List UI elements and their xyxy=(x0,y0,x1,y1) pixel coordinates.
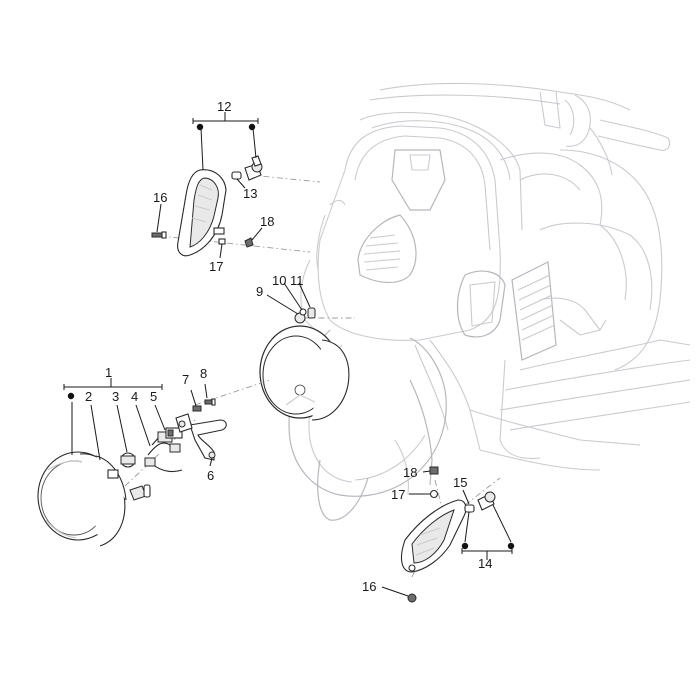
callout-6: 6 xyxy=(207,468,214,483)
callout-11: 11 xyxy=(290,273,304,288)
nut-17-lower xyxy=(429,489,439,499)
screw-7 xyxy=(192,405,202,412)
callout-18-upper: 18 xyxy=(260,214,274,229)
wiring-harness-4 xyxy=(144,431,183,473)
callout-10: 10 xyxy=(272,273,286,288)
callout-17-lower: 17 xyxy=(391,487,405,502)
headlamp-housing-ring xyxy=(259,325,350,421)
callout-4: 4 xyxy=(131,389,138,404)
callout-5: 5 xyxy=(150,389,157,404)
callout-9: 9 xyxy=(256,284,263,299)
callout-2: 2 xyxy=(85,389,92,404)
callout-15: 15 xyxy=(453,475,467,490)
scooter-body-outline xyxy=(288,82,691,521)
screw-8 xyxy=(204,398,216,406)
screw-16-upper xyxy=(151,231,167,239)
screw-16-lower xyxy=(407,593,417,603)
callout-13: 13 xyxy=(243,186,257,201)
callout-14: 14 xyxy=(478,556,492,571)
nut-17-upper xyxy=(218,238,226,245)
callout-12: 12 xyxy=(217,99,231,114)
callout-18-lower: 18 xyxy=(403,465,417,480)
turn-signal-bulb-upper xyxy=(231,155,263,181)
bracket-dots xyxy=(67,123,515,550)
callout-16-upper: 16 xyxy=(153,190,167,205)
callout-16-lower: 16 xyxy=(362,579,376,594)
callout-7: 7 xyxy=(182,372,189,387)
headlamp-unit xyxy=(37,451,127,547)
headlamp-bracket-6 xyxy=(175,413,227,461)
washer-10 xyxy=(299,308,307,316)
headlamp-bulb-3 xyxy=(120,452,136,468)
callout-labels: 12 13 16 18 17 9 10 11 1 7 8 2 3 4 5 6 1… xyxy=(85,99,492,594)
callout-3: 3 xyxy=(112,389,119,404)
connector-5 xyxy=(165,427,183,439)
clip-18-upper xyxy=(244,237,254,248)
parking-bulb-2 xyxy=(129,484,151,501)
clip-18-lower xyxy=(429,466,439,475)
front-turn-signal-lower xyxy=(400,499,467,573)
spacer-11 xyxy=(307,307,316,319)
callout-1: 1 xyxy=(105,365,112,380)
callout-8: 8 xyxy=(200,366,207,381)
leader-lines xyxy=(63,112,513,597)
callout-17-upper: 17 xyxy=(209,259,223,274)
turn-signal-bulb-lower xyxy=(464,491,496,513)
front-turn-signal-upper xyxy=(177,169,227,257)
